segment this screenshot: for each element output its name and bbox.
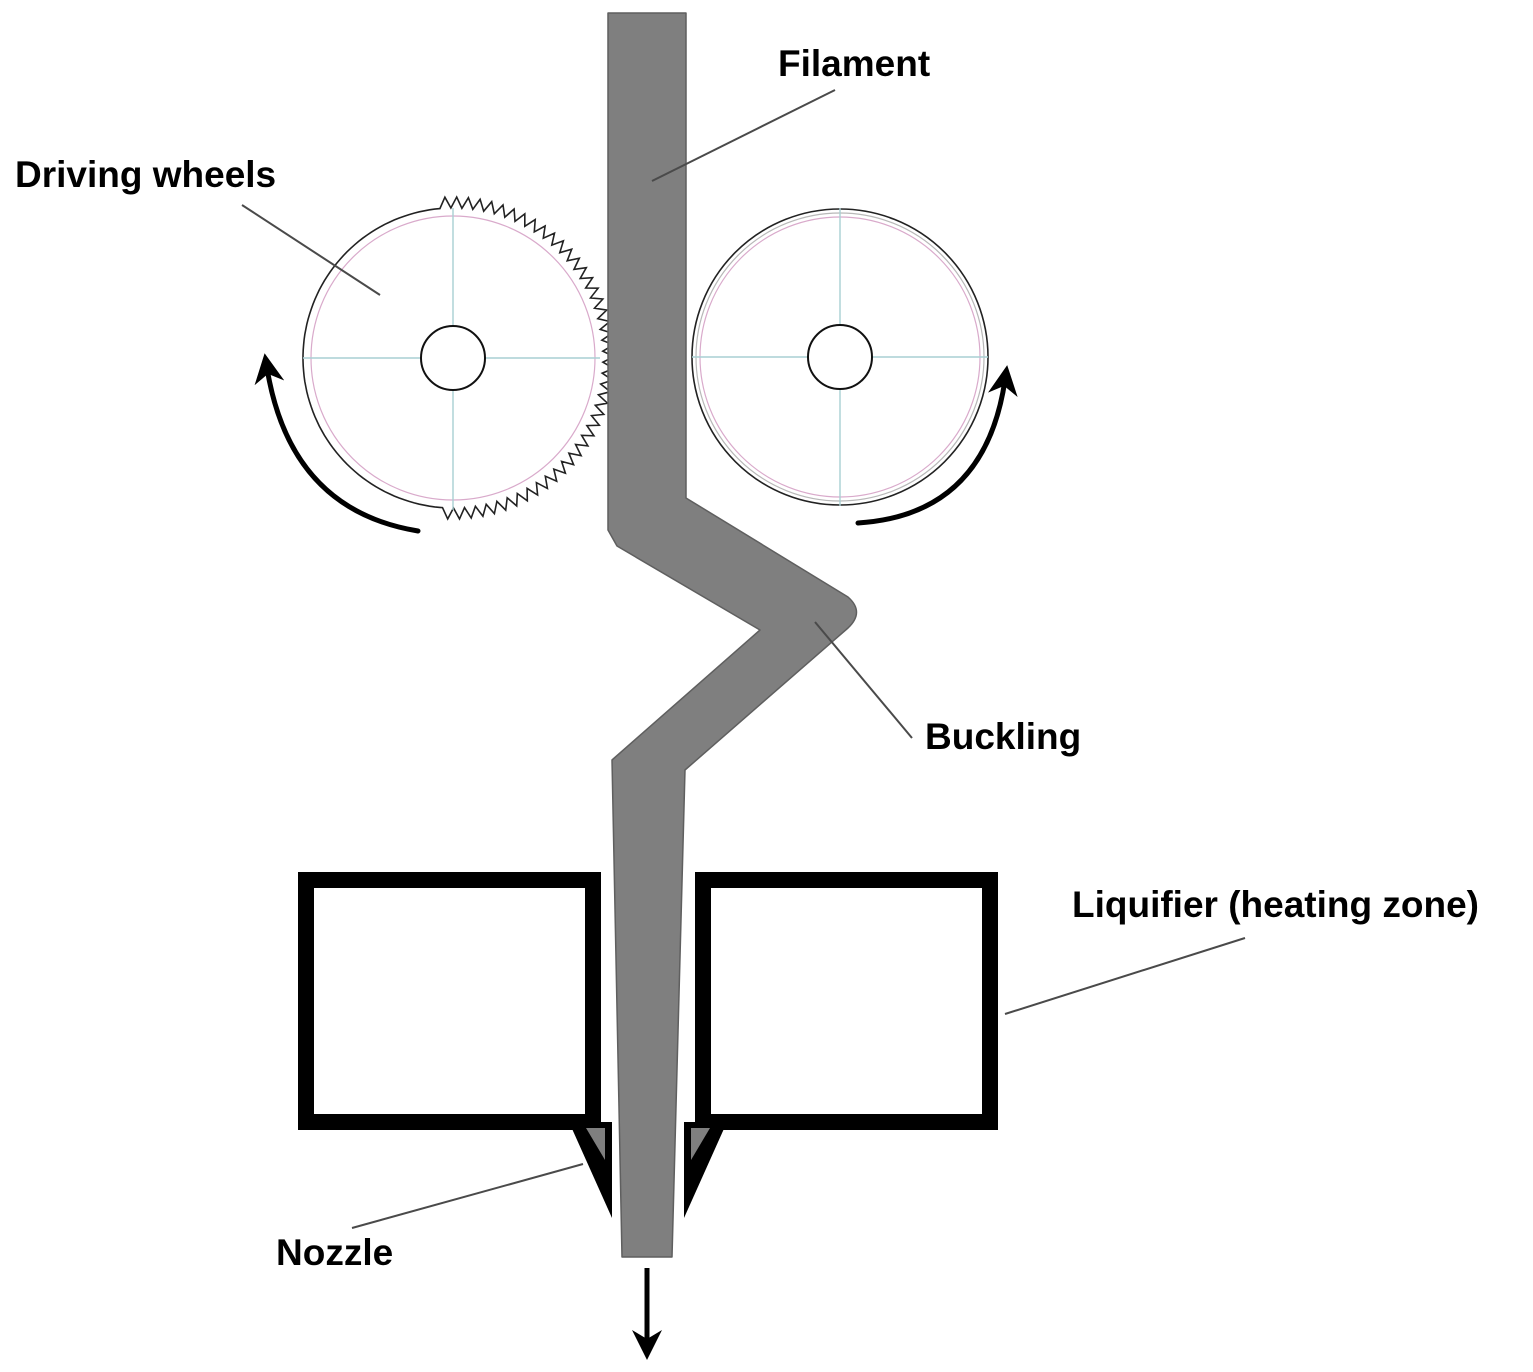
left-rotation-arrow [254, 353, 421, 534]
liquifier-leader-line [1004, 937, 1246, 1015]
nozzle-label: Nozzle [276, 1232, 393, 1273]
right-wheel-hub [807, 324, 873, 390]
right-driving-wheel [691, 208, 989, 506]
liquifier-left-block [298, 872, 601, 1130]
buckling-leader-line [814, 621, 913, 739]
nozzle-right-tip-fill [691, 1128, 710, 1160]
liquifier-right-block [695, 872, 998, 1130]
filament-leader-line [651, 89, 836, 182]
nozzle-left-tip [569, 1122, 612, 1218]
driving-wheels-leader-line [241, 204, 381, 296]
filament [607, 12, 858, 1258]
filament-label: Filament [778, 43, 930, 84]
buckling-label: Buckling [925, 716, 1081, 757]
nozzle-leader-line [351, 1163, 584, 1229]
nozzle [569, 1122, 727, 1218]
left-driving-wheel [302, 195, 616, 521]
nozzle-right-tip [684, 1122, 727, 1218]
liquifier-label: Liquifier (heating zone) [1072, 884, 1479, 925]
nozzle-left-tip-fill [586, 1128, 605, 1160]
driving-wheels-label: Driving wheels [15, 154, 276, 195]
right-rotation-arrow [855, 365, 1018, 526]
left-wheel-hub [420, 325, 486, 391]
left-wheel-outline [302, 195, 616, 521]
